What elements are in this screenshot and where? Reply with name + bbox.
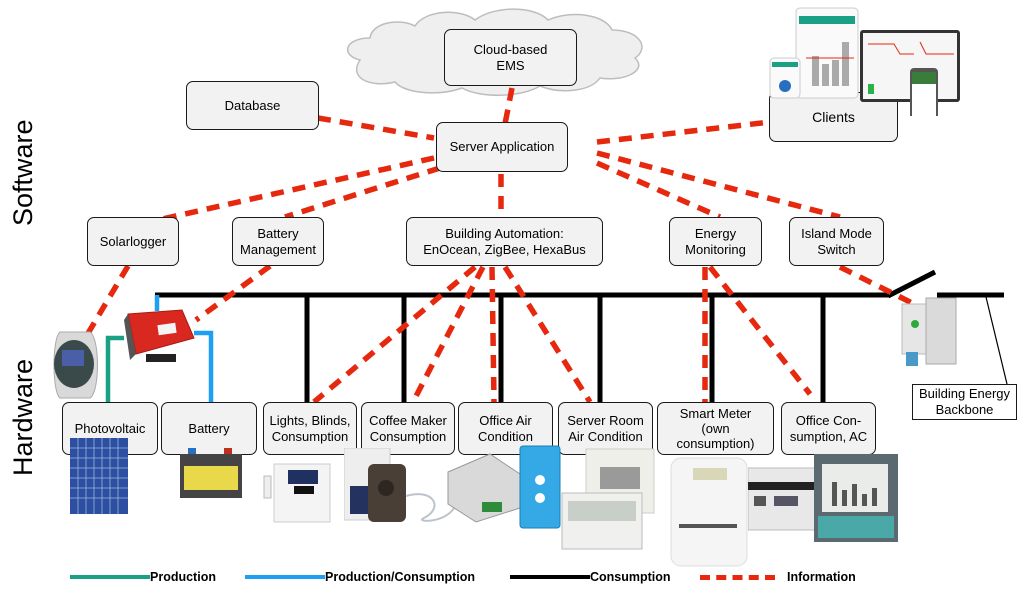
coffee-maker-box[interactable]: Coffee Maker Consumption <box>361 402 455 455</box>
hardware-section-label: Hardware <box>8 358 38 476</box>
legend-prod-cons: Production/Consumption <box>245 570 475 584</box>
solarlogger-box[interactable]: Solarlogger <box>87 217 179 266</box>
battery-management-box[interactable]: Battery Management <box>232 217 324 266</box>
legend-information: Information <box>700 570 856 584</box>
database-box[interactable]: Database <box>186 81 319 130</box>
production-wire <box>105 335 124 402</box>
coffee-maker-plug-icon <box>344 448 455 522</box>
energy-monitoring-box[interactable]: Energy Monitoring <box>669 217 762 266</box>
legend-consumption-label: Consumption <box>590 570 671 584</box>
legend-production: Production <box>70 570 216 584</box>
legend-consumption: Consumption <box>510 570 671 584</box>
information-links <box>84 87 920 405</box>
legend-consumption-swatch <box>510 575 590 579</box>
client-devices-illustration <box>769 7 960 116</box>
backbone-pointer <box>985 296 1008 385</box>
battery-box[interactable]: Battery <box>161 402 257 455</box>
smart-meter-device-icon <box>670 457 748 567</box>
legend-information-label: Information <box>787 570 856 584</box>
server-room-ac-unit-icon <box>561 448 655 550</box>
solarlogger-device-icon <box>53 331 98 399</box>
gateway-device-icon <box>447 453 521 523</box>
legend-prod-cons-label: Production/Consumption <box>325 570 475 584</box>
lights-blinds-box[interactable]: Lights, Blinds, Consumption <box>263 402 357 455</box>
building-automation-box[interactable]: Building Automation: EnOcean, ZigBee, He… <box>406 217 603 266</box>
server-room-ac-box[interactable]: Server Room Air Condition <box>558 402 653 455</box>
inverter-device-icon <box>124 309 195 362</box>
solar-panel-icon <box>70 438 128 514</box>
island-switch-device-icon <box>901 297 957 366</box>
office-consumption-meters-icon <box>748 454 898 542</box>
building-energy-backbone-box[interactable]: Building Energy Backbone <box>912 384 1017 420</box>
server-application-box[interactable]: Server Application <box>436 122 568 172</box>
legend-production-label: Production <box>150 570 216 584</box>
office-consumption-box[interactable]: Office Con- sumption, AC <box>781 402 876 455</box>
lights-blinds-device-icon <box>263 463 331 523</box>
cloud-ems-box[interactable]: Cloud-based EMS <box>444 29 577 86</box>
legend-information-swatch <box>700 574 775 580</box>
software-section-label: Software <box>8 119 38 226</box>
legend: Production Production/Consumption Consum… <box>0 570 1024 586</box>
legend-prod-cons-swatch <box>245 575 325 579</box>
island-mode-switch-box[interactable]: Island Mode Switch <box>789 217 884 266</box>
battery-device-icon <box>180 448 242 498</box>
office-ac-relay-icon <box>519 445 561 529</box>
legend-production-swatch <box>70 575 150 579</box>
smart-meter-box[interactable]: Smart Meter (own consumption) <box>657 402 774 455</box>
prod-cons-wire-battery <box>194 330 214 402</box>
